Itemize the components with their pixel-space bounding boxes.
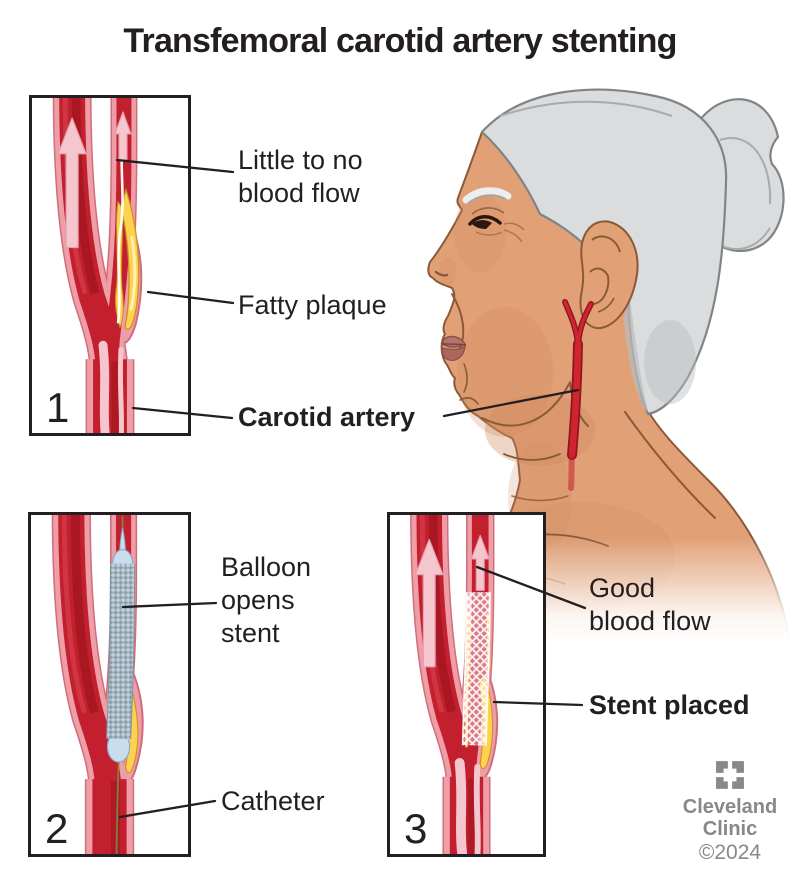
label-catheter: Catheter <box>221 785 325 818</box>
artery-illustration-step1 <box>52 98 143 433</box>
page-title: Transfemoral carotid artery stenting <box>123 22 677 60</box>
lips <box>441 335 467 361</box>
label-stent-placed: Stent placed <box>589 689 750 722</box>
label-line: Carotid artery <box>238 402 416 432</box>
label-line: Fatty plaque <box>238 290 387 320</box>
label-fatty-plaque: Fatty plaque <box>238 289 387 322</box>
panel-number-2: 2 <box>45 805 69 852</box>
ear <box>579 220 639 330</box>
panel-number-3: 3 <box>404 805 428 852</box>
label-carotid-artery: Carotid artery <box>238 401 415 434</box>
eye <box>468 206 525 243</box>
panel-number-1: 1 <box>46 384 70 431</box>
label-line: Little to no <box>238 145 363 175</box>
eyebrow <box>462 187 512 204</box>
stent-on-balloon <box>105 527 136 763</box>
label-balloon-opens-stent: Balloon opens stent <box>221 551 311 650</box>
label-line: blood flow <box>238 178 360 208</box>
credit-org-line2: Clinic <box>702 818 758 840</box>
label-line: blood flow <box>589 606 711 636</box>
label-line: opens <box>221 585 295 615</box>
stent-placed-mesh <box>461 592 491 746</box>
credit-year: ©2024 <box>698 841 762 864</box>
label-good-blood-flow: Good blood flow <box>589 572 711 638</box>
credit-org-line1: Cleveland <box>682 796 778 818</box>
panel-step-3: 3 <box>387 512 546 857</box>
label-line: stent <box>221 618 280 648</box>
blood-flow-streaks <box>454 758 481 854</box>
blood-flow-arrow-icon <box>57 111 132 249</box>
label-line: Balloon <box>221 552 312 582</box>
fatty-plaque <box>114 187 140 330</box>
panel-step-2: 2 <box>28 512 191 857</box>
artery-illustration-step2 <box>51 515 144 854</box>
cleveland-clinic-logo-icon <box>716 761 744 789</box>
label-line: Good <box>589 573 656 603</box>
artery-illustration-step3 <box>410 515 499 854</box>
blood-flow-arrow-icon <box>414 534 490 668</box>
blood-flow-streaks <box>98 340 125 433</box>
panel-step-1: 1 <box>29 95 191 436</box>
label-line: Catheter <box>221 786 325 816</box>
cleveland-clinic-credit: Cleveland Clinic ©2024 <box>655 760 800 866</box>
label-line: Stent placed <box>589 690 750 720</box>
label-little-to-no-blood-flow: Little to no blood flow <box>238 144 363 210</box>
